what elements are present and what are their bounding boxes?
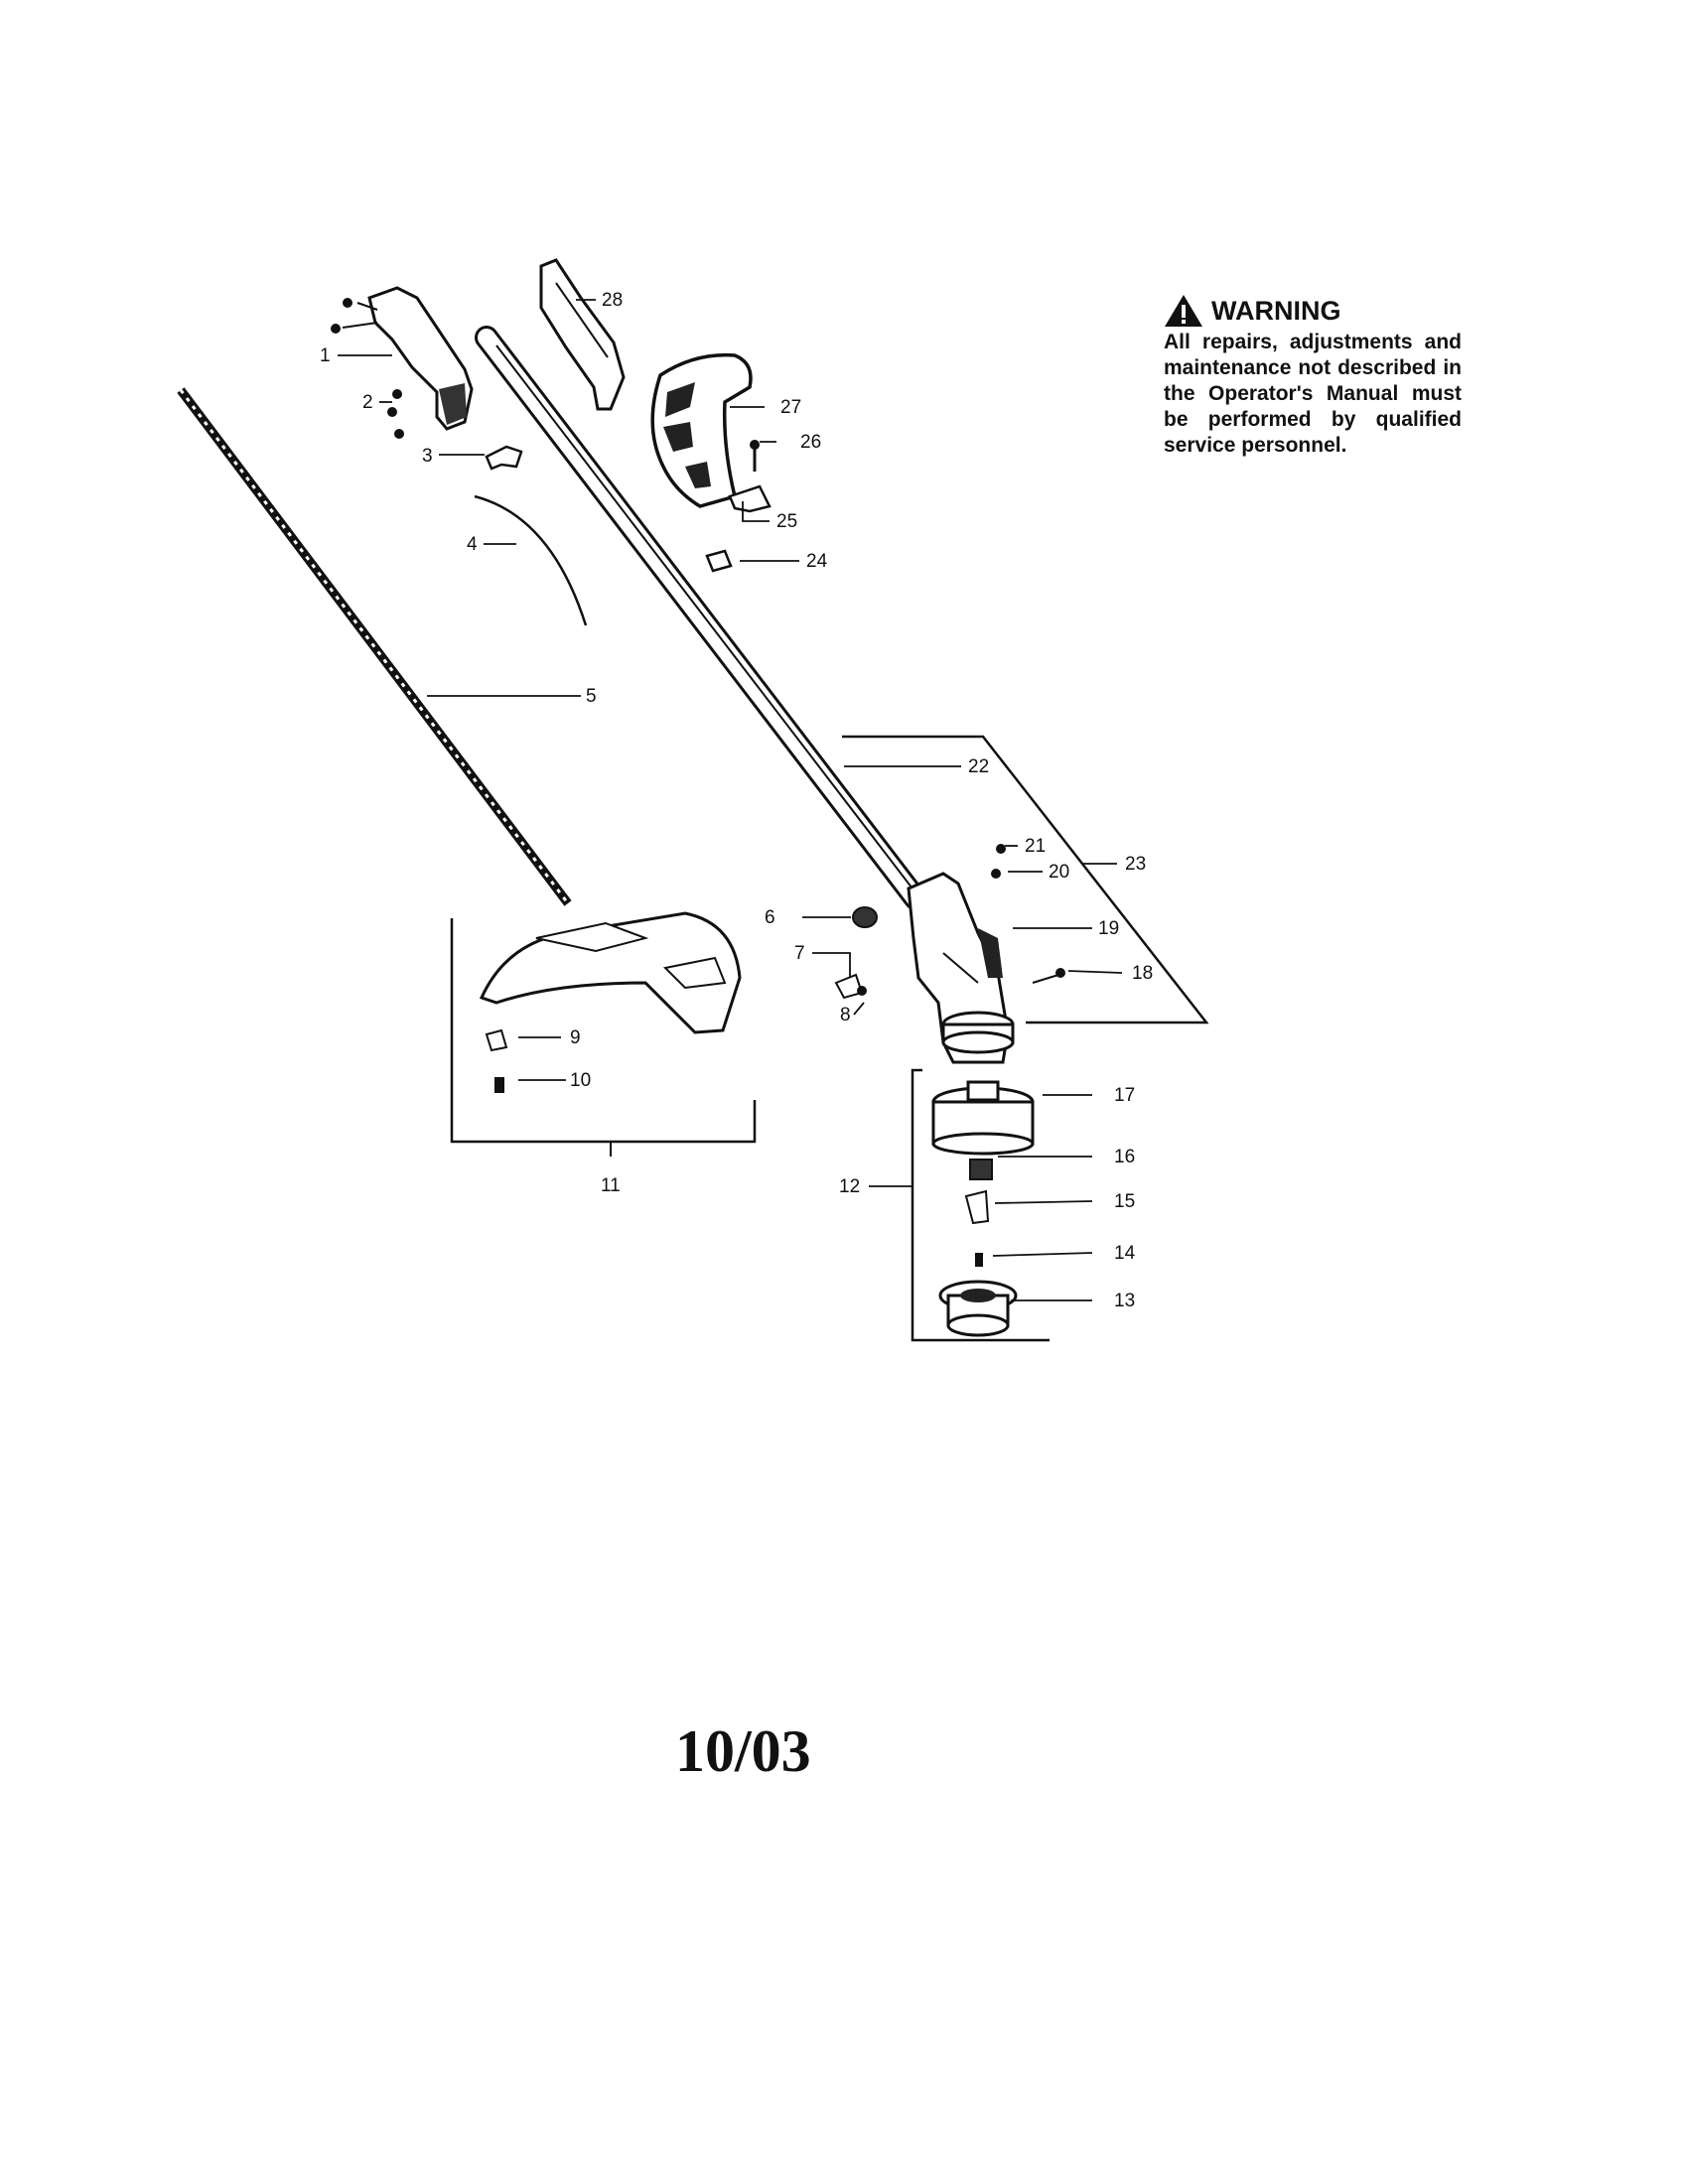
part-label-7: 7	[794, 943, 805, 964]
part-label-24: 24	[806, 551, 828, 572]
gear-head-bracket	[842, 735, 1209, 1024]
part-label-23: 23	[1125, 854, 1146, 875]
spool-cover	[931, 1080, 1035, 1156]
part-label-18: 18	[1132, 963, 1153, 984]
part-label-17: 17	[1114, 1085, 1135, 1106]
part-label-26: 26	[800, 432, 821, 453]
bushing	[852, 906, 878, 928]
warning-title: WARNING	[1211, 295, 1341, 326]
throttle-trigger	[485, 445, 523, 471]
drive-cable	[177, 387, 572, 906]
debris-guard	[479, 911, 742, 1034]
part-label-9: 9	[570, 1027, 581, 1048]
part-label-14: 14	[1114, 1243, 1136, 1264]
part-label-25: 25	[776, 511, 797, 532]
part-label-22: 22	[968, 756, 989, 777]
guard-clip	[485, 1028, 508, 1052]
part-label-4: 4	[467, 534, 478, 555]
handle-knob	[705, 549, 733, 573]
handle-clamp	[728, 484, 772, 513]
part-label-2: 2	[362, 392, 373, 413]
pin	[975, 1253, 983, 1267]
warning-text: All repairs, adjustments and maintenance…	[1164, 331, 1462, 457]
gear-head-base	[941, 1011, 1015, 1054]
spring	[969, 1159, 993, 1180]
assist-handle	[650, 352, 753, 508]
throttle-cable	[474, 494, 588, 626]
part-label-16: 16	[1114, 1147, 1135, 1167]
part-label-28: 28	[602, 290, 623, 311]
eyelet	[964, 1189, 990, 1225]
guard-screw	[494, 1077, 504, 1093]
part-label-21: 21	[1025, 836, 1046, 857]
part-label-27: 27	[780, 397, 801, 418]
part-label-1: 1	[320, 345, 331, 366]
handle-cover	[539, 258, 626, 411]
handle-bolt	[750, 440, 760, 472]
shield-clip	[834, 973, 867, 1000]
part-label-3: 3	[422, 446, 433, 467]
part-label-19: 19	[1098, 918, 1119, 939]
part-label-6: 6	[765, 907, 775, 928]
part-label-15: 15	[1114, 1191, 1135, 1212]
shaft-tube	[475, 326, 927, 910]
spool	[938, 1280, 1018, 1337]
part-label-5: 5	[586, 686, 597, 707]
part-label-11: 11	[601, 1175, 621, 1196]
part-label-13: 13	[1114, 1291, 1135, 1311]
date-code: 10/03	[675, 1718, 811, 1784]
part-label-8: 8	[840, 1005, 851, 1025]
guard-bracket	[450, 918, 757, 1144]
part-label-20: 20	[1049, 862, 1069, 883]
warning-heading: WARNING	[1164, 294, 1341, 328]
leader-lines	[338, 299, 1123, 1301]
part-label-12: 12	[839, 1176, 860, 1197]
trimmer-head-bracket	[911, 1068, 1050, 1342]
part-label-10: 10	[570, 1070, 591, 1091]
rear-handle	[331, 286, 474, 431]
warning-triangle-icon	[1165, 295, 1202, 327]
head-screws	[991, 844, 1065, 984]
screws	[387, 389, 404, 439]
